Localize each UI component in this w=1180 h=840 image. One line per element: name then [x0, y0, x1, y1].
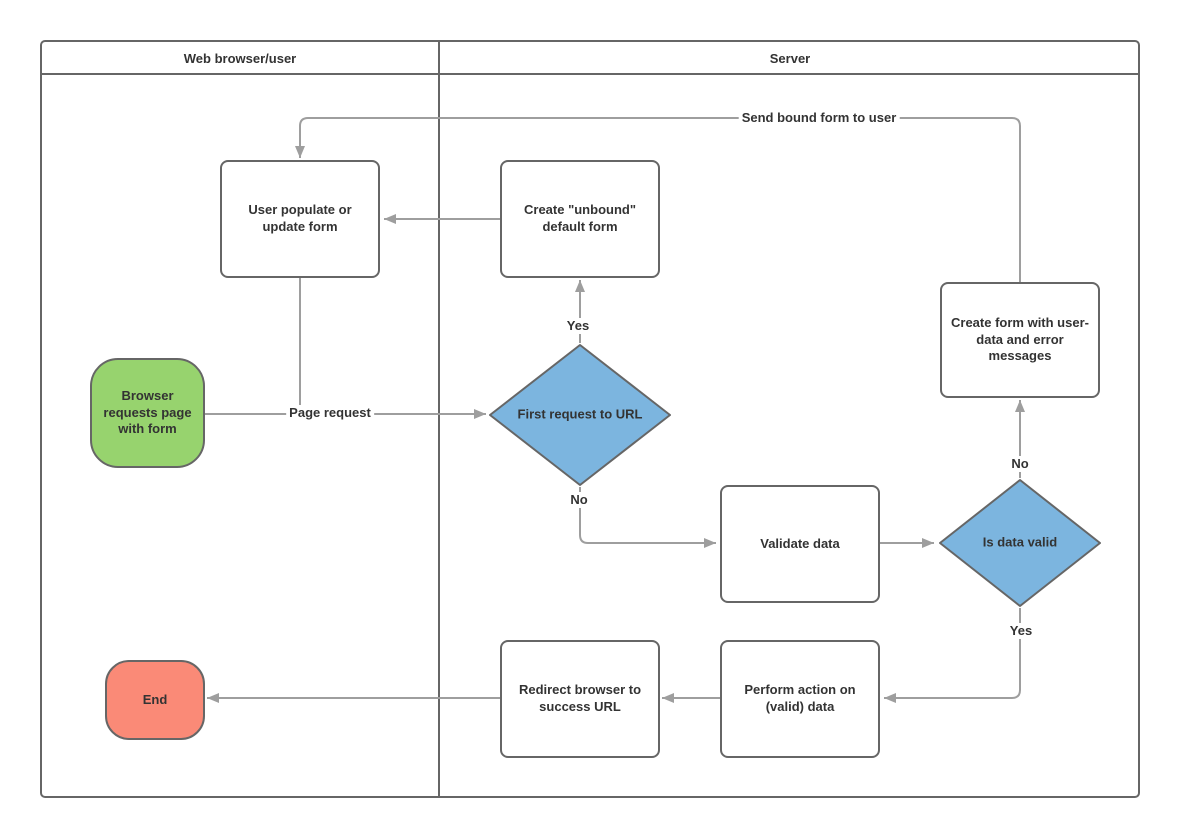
diamond-shape	[939, 479, 1101, 607]
node-end-label: End	[142, 691, 168, 707]
node-validate-data-label: Validate data	[760, 535, 840, 551]
lane-divider	[438, 40, 440, 798]
node-perform-action: Perform action on (valid) data	[720, 640, 880, 758]
node-perform-action-label: Perform action on (valid) data	[744, 682, 856, 714]
node-end: End	[105, 660, 205, 740]
edge-label-no-first-request: No	[567, 492, 591, 508]
lane-title-web-browser-user: Web browser/user	[183, 51, 297, 66]
node-create-form-errors: Create form with user-data and error mes…	[940, 282, 1100, 398]
node-redirect-browser: Redirect browser to success URL	[500, 640, 660, 758]
node-redirect-browser-label: Redirect browser to success URL	[518, 682, 642, 714]
node-is-data-valid-decision: Is data valid	[938, 478, 1102, 608]
swimlane-frame	[40, 40, 1140, 798]
node-user-populate-form-label: User populate or update form	[248, 202, 352, 234]
node-first-request-decision-label: First request to URL	[517, 406, 643, 422]
edge-label-yes-data-valid: Yes	[1006, 623, 1036, 639]
node-browser-requests-page: Browser requests page with form	[90, 358, 205, 468]
edge-label-yes-first-request: Yes	[563, 318, 593, 334]
node-create-unbound-form: Create "unbound" default form	[500, 160, 660, 278]
edge-label-no-data-valid: No	[1008, 456, 1032, 472]
lane-title-server: Server	[769, 51, 811, 66]
node-first-request-decision: First request to URL	[488, 343, 672, 487]
node-user-populate-form: User populate or update form	[220, 160, 380, 278]
diamond-shape	[489, 344, 671, 486]
node-create-unbound-form-label: Create "unbound" default form	[524, 202, 636, 234]
edge-label-send-bound-form: Send bound form to user	[738, 110, 900, 126]
swimlane-header-divider	[40, 73, 1140, 75]
node-is-data-valid-decision-label: Is data valid	[982, 534, 1058, 550]
node-create-form-errors-label: Create form with user-data and error mes…	[951, 314, 1089, 364]
edge-label-page-request: Page request	[286, 405, 374, 421]
node-browser-requests-page-label: Browser requests page with form	[103, 387, 192, 437]
node-validate-data: Validate data	[720, 485, 880, 603]
